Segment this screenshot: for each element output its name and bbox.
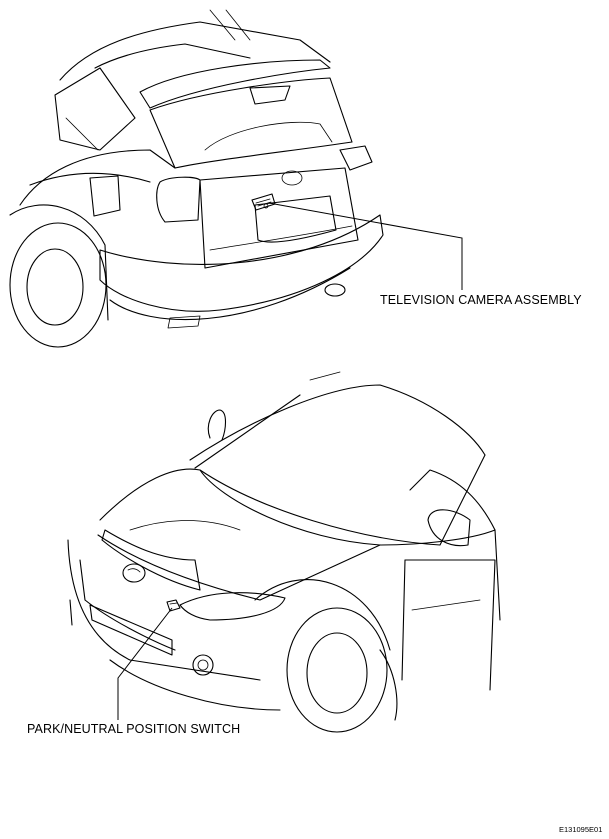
camera-component-icon (251, 193, 276, 211)
figure-id: E131095E01 (559, 825, 603, 834)
switch-callout-label: PARK/NEUTRAL POSITION SWITCH (27, 722, 241, 736)
camera-callout-label: TELEVISION CAMERA ASSEMBLY (380, 293, 582, 307)
